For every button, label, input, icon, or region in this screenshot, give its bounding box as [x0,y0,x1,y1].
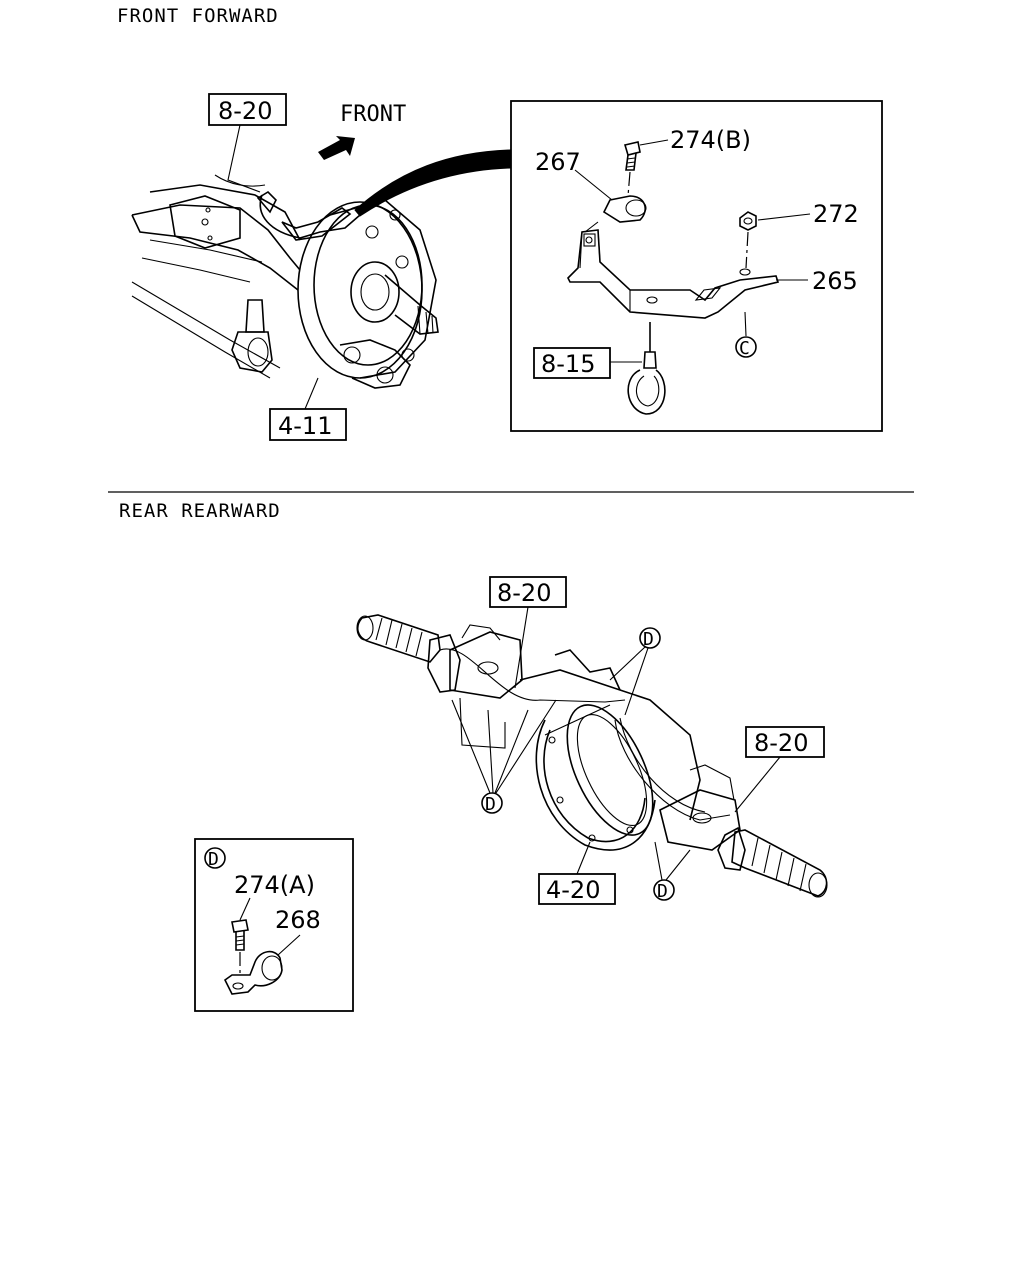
marker-c: C [735,336,757,359]
rear-detail-panel-d: D 274(A) 268 [194,838,354,1012]
part-274a-label: 274(A) [234,871,315,899]
svg-text:D: D [485,794,496,815]
part-267-label: 267 [535,148,581,176]
ref-box-8-20-rear-top: 8-20 [489,576,567,689]
ref-4-11-text: 4-11 [278,412,332,440]
part-274b-label: 274(B) [670,126,751,154]
svg-text:D: D [208,849,219,870]
ref-box-8-20-rear-right: 8-20 [734,726,825,813]
ref-8-15-text: 8-15 [541,350,595,378]
ref-4-20-text: 4-20 [546,876,600,904]
ref-box-8-15: 8-15 [533,347,611,379]
front-axle-illustration [131,149,511,389]
ref-8-20-rear-top-text: 8-20 [497,579,551,607]
front-section-title: FRONT FORWARD [117,5,279,27]
marker-d-detail: D [204,847,226,870]
part-265-label: 265 [812,267,858,295]
front-direction-indicator: FRONT [318,102,406,160]
marker-d-mid: D [451,699,557,815]
ref-box-8-20-front: 8-20 [208,93,287,193]
marker-d-top: D [609,627,661,716]
rear-section-title: REAR REARWARD [119,500,281,522]
svg-text:C: C [739,338,750,359]
ref-8-20-rear-right-text: 8-20 [754,729,808,757]
part-272-label: 272 [813,200,859,228]
front-detail-panel: 267 274(B) 272 265 C 8-15 [510,100,883,432]
marker-d-bottom: D [653,841,691,902]
front-direction-label: FRONT [340,102,406,127]
front-arrow-icon [318,136,355,160]
part-268-label: 268 [275,906,321,934]
ref-8-20-front-text: 8-20 [218,97,272,125]
ref-box-4-11: 4-11 [269,377,347,441]
svg-text:D: D [643,629,654,650]
rear-axle-illustration [356,614,828,898]
ref-box-4-20: 4-20 [538,841,616,905]
svg-text:D: D [657,881,668,902]
